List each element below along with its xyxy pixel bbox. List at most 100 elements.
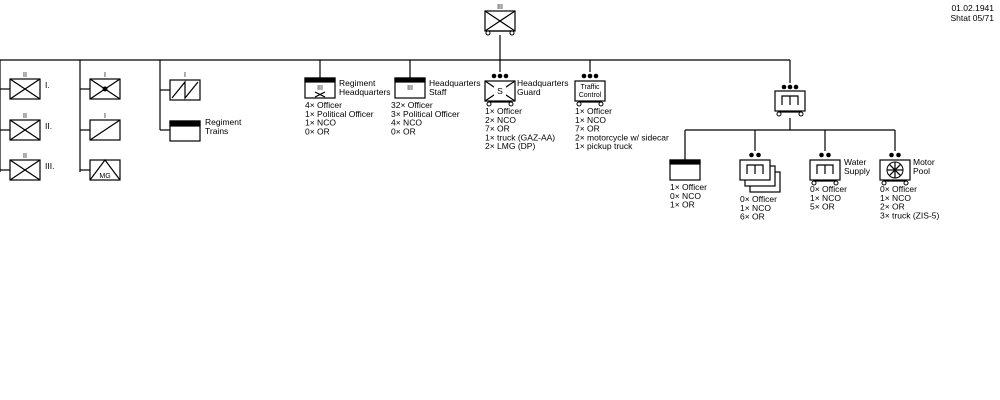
traffic-label: Control — [579, 92, 602, 99]
guard-roster-line: 7× OR — [485, 124, 510, 134]
unit-size-mark: I — [104, 72, 106, 79]
unit-size-mark: II — [23, 153, 27, 160]
wheel-icon — [485, 30, 491, 36]
traffic-roster-line: 1× Officer — [575, 106, 612, 116]
wheel-icon — [486, 101, 492, 107]
service-roster-line: 1× NCO — [740, 203, 771, 213]
service-roster-line: 6× OR — [740, 212, 765, 222]
wheel-icon — [509, 30, 515, 36]
hq-roster-line: 1× Political Officer — [305, 109, 374, 119]
service-roster-line: 0× Officer — [810, 184, 847, 194]
hq-label: Regiment — [339, 78, 376, 88]
service-roster-line: 1× OR — [670, 200, 695, 210]
guard-roster-line: 1× truck (GAZ-AA) — [485, 132, 555, 142]
infantry-cross-line — [9, 159, 41, 181]
section-dot — [749, 152, 754, 158]
platoon-dot — [497, 73, 503, 79]
unit-size-mark: III — [497, 4, 503, 11]
wheel-icon — [811, 180, 817, 186]
hq-cross-line — [314, 91, 326, 98]
traffic-roster-line: 1× pickup truck — [575, 141, 633, 151]
staff-label: Staff — [429, 87, 447, 97]
guard-roster-line: 2× LMG (DP) — [485, 141, 535, 151]
service-roster-line: 1× NCO — [810, 193, 841, 203]
mortar-dot-icon — [102, 86, 108, 92]
hq-roster-line: 4× Officer — [305, 100, 342, 110]
service-hq-band — [669, 159, 701, 165]
service-roster-line: 0× Officer — [880, 184, 917, 194]
staff-roster-line: 32× Officer — [391, 100, 433, 110]
artillery-zigzag-icon — [171, 80, 199, 100]
water-supply-label: Water — [844, 157, 867, 167]
platoon-dot — [581, 73, 587, 79]
wheel-icon — [776, 111, 782, 117]
wheel-icon — [798, 111, 804, 117]
section-dot — [756, 152, 761, 158]
traffic-roster-line: 7× OR — [575, 124, 600, 134]
mg-triangle-icon — [89, 159, 121, 181]
trains-label: Trains — [205, 126, 228, 136]
motor-pool-label: Motor — [913, 157, 935, 167]
service-roster-line: 1× Officer — [670, 182, 707, 192]
infantry-cross-line — [9, 119, 41, 141]
hq-roster-line: 0× OR — [305, 126, 330, 136]
staff-roster-line: 3× Political Officer — [391, 109, 460, 119]
hq-band — [304, 77, 336, 83]
anti-tank-diagonal — [89, 119, 121, 141]
platoon-dot — [781, 84, 787, 90]
trains-label: Regiment — [205, 117, 242, 127]
platoon-dot — [793, 84, 799, 90]
staff-roster-line: 4× NCO — [391, 118, 422, 128]
header-shtat: Shtat 05/71 — [950, 13, 994, 23]
unit-size-mark: I — [184, 72, 186, 79]
service-roster-line: 5× OR — [810, 202, 835, 212]
infantry-cross-line — [9, 78, 41, 100]
service-roster-line: 3× truck (ZIS-5) — [880, 210, 939, 220]
traffic-roster-line: 2× motorcycle w/ sidecar — [575, 132, 669, 142]
unit-size-mark: II — [23, 113, 27, 120]
trains-band — [169, 120, 201, 127]
traffic-control-symbol — [574, 80, 606, 102]
unit-size-mark: II — [23, 72, 27, 79]
wheel-icon — [881, 180, 887, 186]
unit-size-mark: I — [104, 113, 106, 120]
hq-roster-line: 1× NCO — [305, 118, 336, 128]
battalion-label: III. — [45, 161, 54, 171]
service-roster-line: 0× NCO — [670, 191, 701, 201]
section-dot — [819, 152, 824, 158]
battalion-label: I. — [45, 80, 50, 90]
motor-pool-label: Pool — [913, 166, 930, 176]
guard-letter-bg — [494, 85, 506, 96]
wheel-icon — [576, 101, 582, 107]
infantry-cross-line — [484, 10, 516, 32]
wheel-spoke — [888, 163, 902, 177]
section-dot — [889, 152, 894, 158]
mg-label: MG — [99, 173, 110, 180]
guard-letter: S — [497, 86, 503, 96]
wheel-icon — [598, 101, 604, 107]
staff-band — [394, 77, 426, 83]
unit-size-mark: III — [317, 85, 323, 92]
guard-label: Guard — [517, 87, 541, 97]
staff-label: Headquarters — [429, 78, 481, 88]
service-roster-line: 2× OR — [880, 202, 905, 212]
traffic-roster-line: 1× NCO — [575, 115, 606, 125]
wheel-icon — [833, 180, 839, 186]
hq-label: Headquarters — [339, 87, 391, 97]
service-roster-line: 0× Officer — [740, 194, 777, 204]
service-roster-line: 1× NCO — [880, 193, 911, 203]
section-dot — [826, 152, 831, 158]
wheel-icon — [903, 180, 909, 186]
guard-label: Headquarters — [517, 78, 569, 88]
platoon-dot — [587, 73, 593, 79]
water-supply-label: Supply — [844, 166, 871, 176]
guard-roster-line: 2× NCO — [485, 115, 516, 125]
platoon-dot — [787, 84, 793, 90]
battalion-label: II. — [45, 121, 52, 131]
platoon-dot — [491, 73, 497, 79]
platoon-dot — [503, 73, 509, 79]
platoon-dot — [593, 73, 599, 79]
staff-roster-line: 0× OR — [391, 126, 416, 136]
